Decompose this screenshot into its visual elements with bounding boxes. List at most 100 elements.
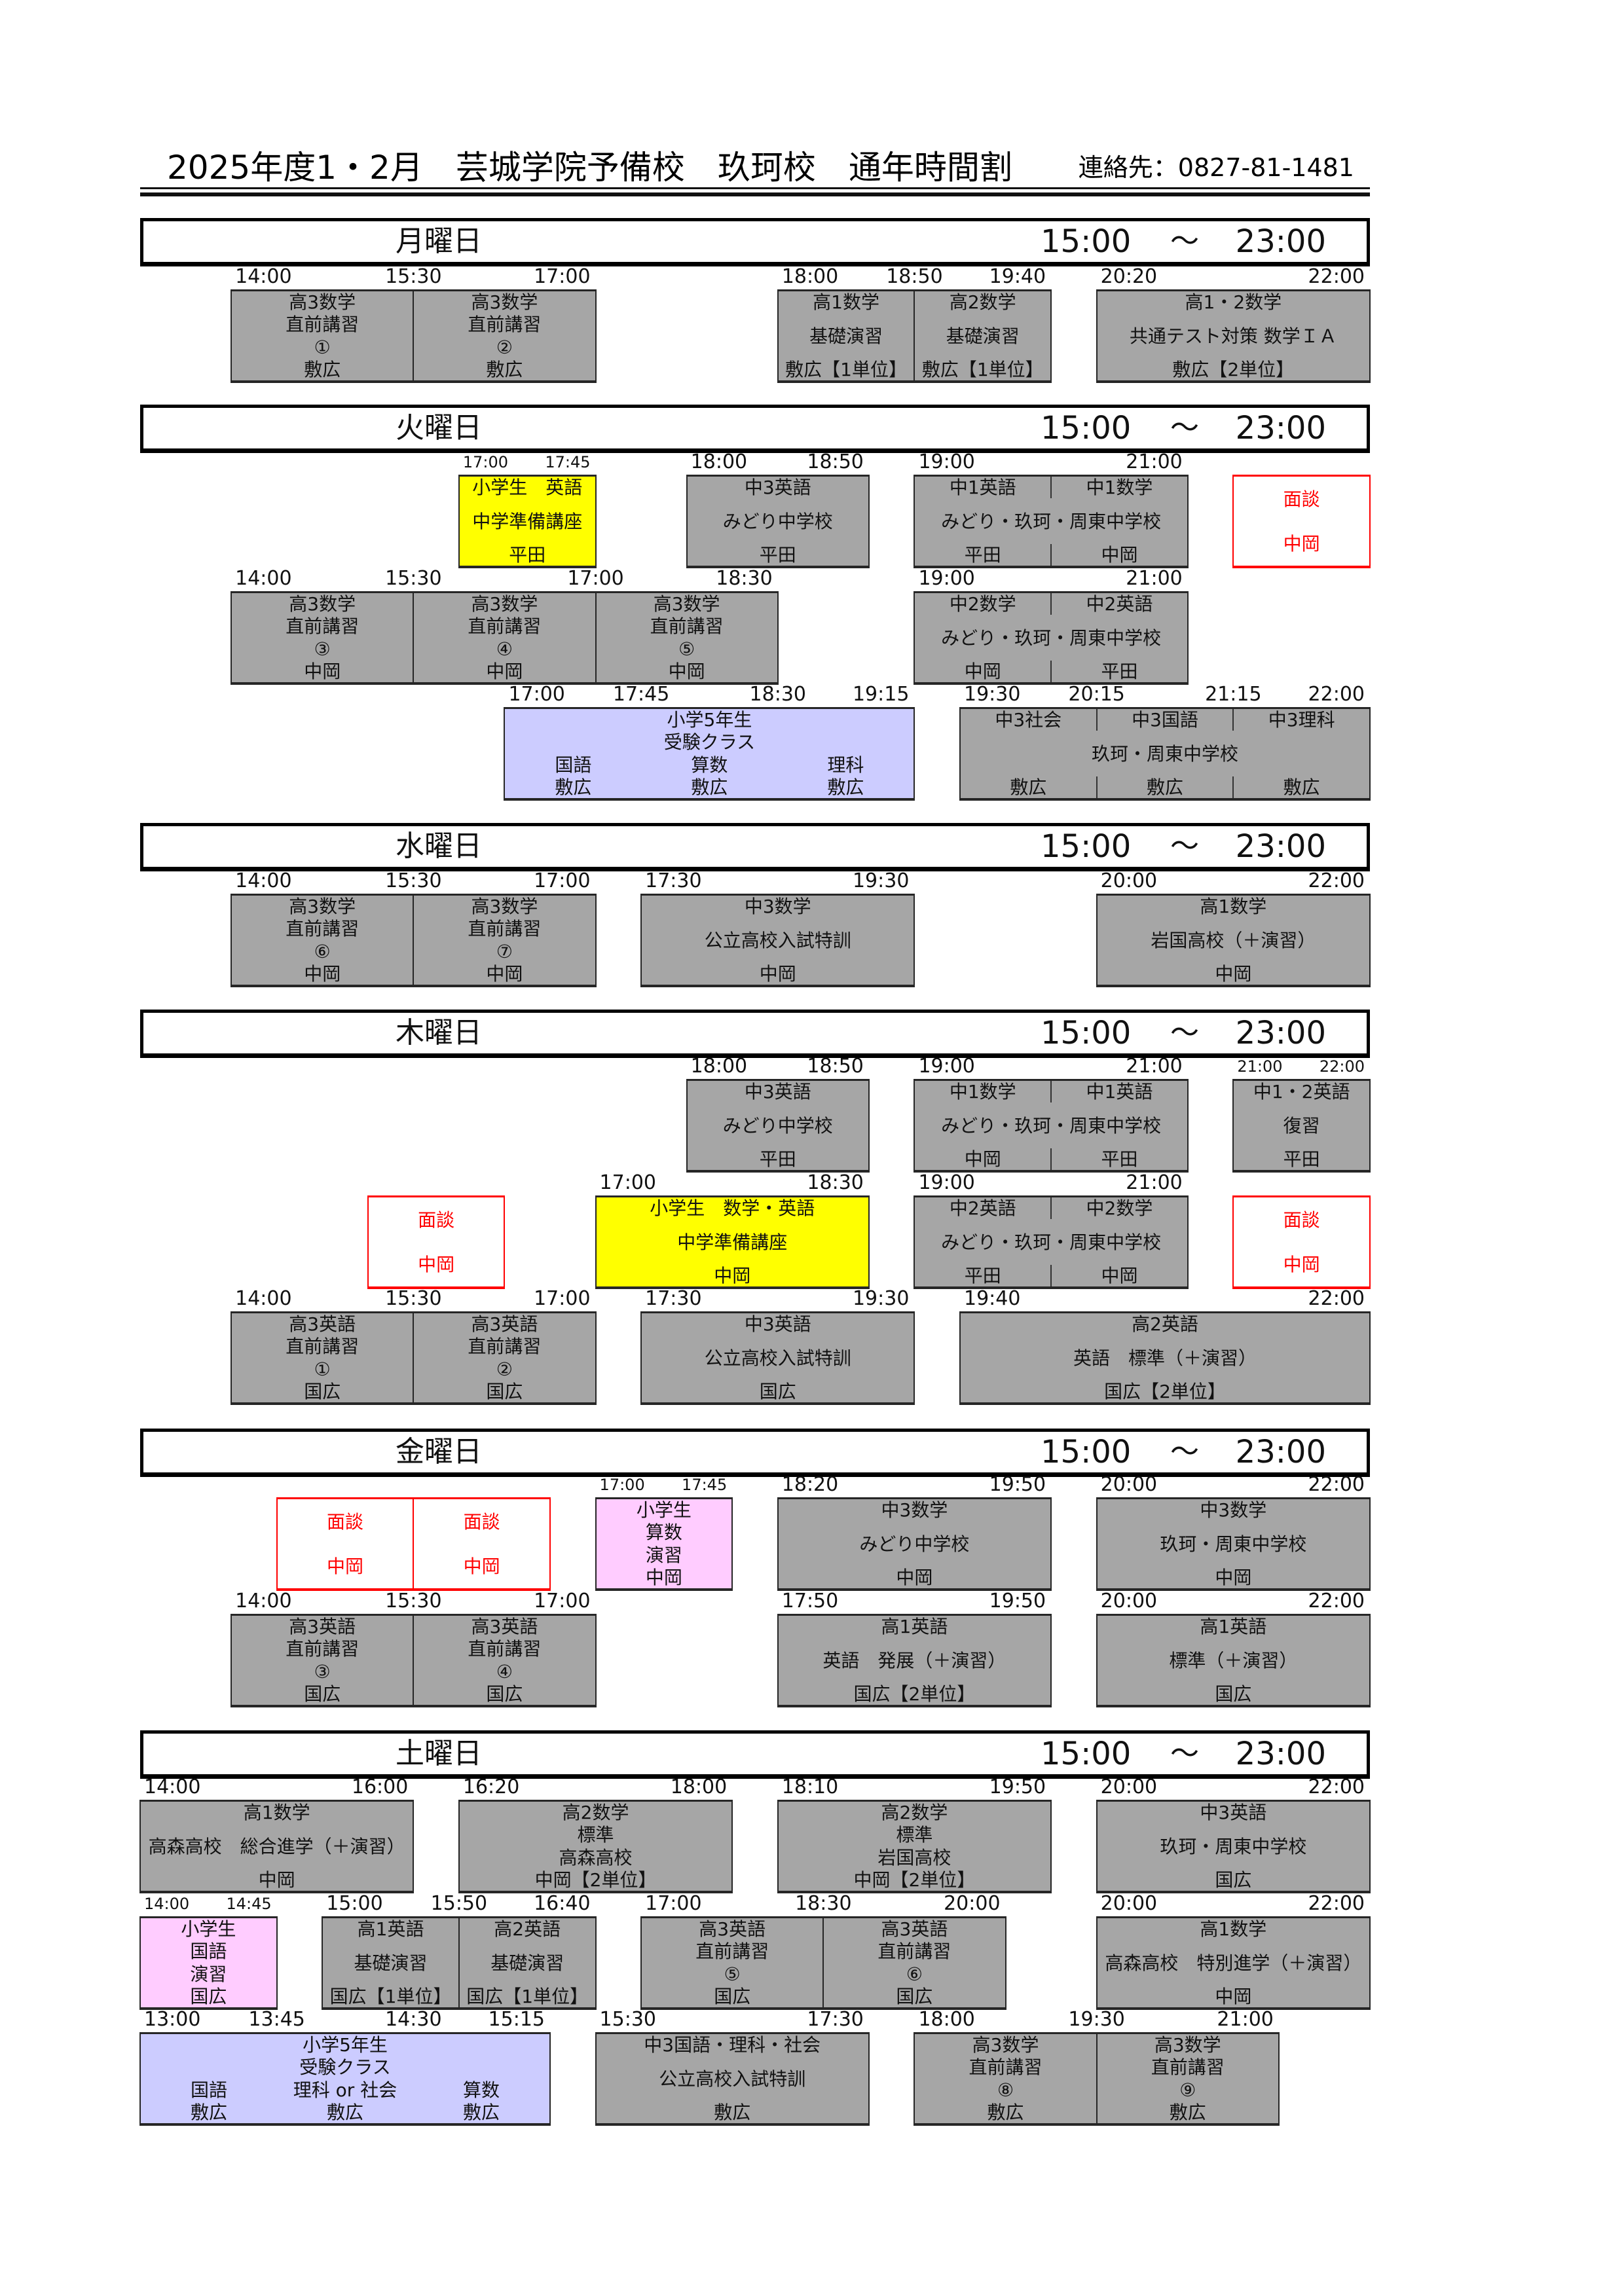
block-line: ④	[414, 638, 595, 660]
block-text: 敷広	[1232, 776, 1369, 798]
time-label: 21:00	[1126, 1171, 1183, 1194]
block-line: ①	[232, 337, 413, 358]
day-hours-separator: ～	[1170, 1016, 1199, 1049]
block-line: 中岡	[369, 1254, 504, 1275]
time-label: 17:50	[781, 1590, 839, 1613]
class-block: 高2英語英語 標準（＋演習）国広【2単位】	[959, 1311, 1371, 1405]
block-text: 直前講習	[286, 1638, 360, 1660]
block-text: 国広	[486, 1380, 523, 1402]
block-line: 敷広【1単位】	[779, 359, 914, 380]
block-line: ②	[414, 337, 595, 358]
block-line: 平田	[460, 544, 595, 566]
block-text: 中岡	[1215, 1986, 1252, 2007]
class-block: 小学生算数演習中岡	[595, 1497, 733, 1591]
block-text: 国広	[1215, 1869, 1252, 1891]
block-line: 国語	[141, 1941, 276, 1962]
block-line: 高森高校 特別進学（＋演習）	[1098, 1952, 1369, 1974]
day-hours-separator: ～	[1170, 411, 1199, 445]
block-line: 敷広敷広敷広	[505, 776, 913, 798]
block-text: 中岡	[486, 962, 523, 985]
block-text: 敷広	[1096, 776, 1233, 798]
block-line: 直前講習	[414, 1638, 595, 1660]
block-text: ①	[314, 1358, 331, 1380]
block-line: 面談	[1234, 1209, 1369, 1231]
block-line: 中3数学	[642, 896, 913, 917]
block-text: 岩国高校	[877, 1846, 951, 1868]
block-line: みどり・玖珂・周東中学校	[915, 1231, 1187, 1253]
block-text: 直前講習	[468, 1336, 542, 1358]
day-name: 土曜日	[396, 1737, 482, 1770]
class-block: 中3英語玖珂・周東中学校国広	[1096, 1800, 1371, 1893]
block-text: 公立高校入試特訓	[704, 1347, 851, 1369]
time-label: 22:00	[1308, 683, 1365, 706]
block-line: 標準	[779, 1824, 1050, 1846]
time-label: 21:15	[1205, 683, 1262, 706]
block-text: 英語 発展（＋演習）	[822, 1649, 1006, 1671]
time-label: 18:00	[781, 265, 839, 288]
time-label: 17:45	[545, 453, 591, 471]
block-text: 中3理科	[1232, 709, 1369, 731]
block-line: 高森高校 総合進学（＋演習）	[141, 1836, 413, 1857]
time-label: 18:00	[690, 450, 748, 473]
time-label: 19:15	[852, 683, 910, 706]
time-label: 22:00	[1308, 1776, 1365, 1798]
interview-block: 面談中岡	[367, 1195, 506, 1289]
block-text: 中3英語	[744, 1313, 811, 1335]
block-text: 基礎演習	[946, 325, 1020, 347]
block-line: 中1数学中1英語	[915, 1081, 1187, 1102]
block-line: 中3英語	[688, 1081, 868, 1102]
day-hours-end: 23:00	[1235, 828, 1326, 865]
time-label: 18:10	[781, 1776, 839, 1798]
block-line: 小学5年生	[505, 709, 913, 731]
block-text: みどり・玖珂・周東中学校	[941, 1231, 1162, 1253]
time-label: 22:00	[1308, 1473, 1365, 1496]
block-text: 中岡【2単位】	[534, 1868, 657, 1891]
block-text: 中1数学	[949, 1081, 1016, 1102]
block-text: ⑧	[997, 2079, 1014, 2101]
time-label: 17:45	[612, 683, 670, 706]
time-label: 13:45	[248, 2008, 305, 2031]
time-label: 19:30	[964, 683, 1021, 706]
block-line: ⑦	[414, 941, 595, 962]
block-text: みどり・玖珂・周東中学校	[941, 627, 1162, 649]
block-text: 敷広	[987, 2101, 1024, 2123]
block-text: 高2英語	[494, 1918, 561, 1940]
block-text: 中3国語	[1096, 709, 1233, 731]
block-text: 中岡	[714, 1265, 751, 1286]
block-line: みどり・玖珂・周東中学校	[915, 627, 1187, 649]
block-text: 標準（＋演習）	[1169, 1649, 1298, 1671]
block-text: 高1数学	[243, 1802, 310, 1823]
block-text: 中2数学	[949, 593, 1016, 615]
block-text: 中1英語	[949, 477, 1016, 498]
block-text: 高1英語	[357, 1918, 424, 1940]
block-line: みどり・玖珂・周東中学校	[915, 511, 1187, 532]
block-line: 平田中岡	[915, 1265, 1187, 1286]
block-text: 中3英語	[744, 1081, 811, 1102]
block-line: 敷広	[915, 2102, 1096, 2123]
block-line: 国語理科 or 社会算数	[141, 2079, 549, 2101]
block-text: 敷広	[486, 358, 523, 380]
block-line: 公立高校入試特訓	[642, 1347, 913, 1369]
block-line: 直前講習	[232, 918, 413, 939]
day-hours-end: 23:00	[1235, 1015, 1326, 1051]
block-text: みどり・玖珂・周東中学校	[941, 510, 1162, 532]
day-name: 月曜日	[396, 225, 482, 258]
block-text: 英語 標準（＋演習）	[1073, 1347, 1257, 1369]
block-line: 中2英語中2数学	[915, 1197, 1187, 1219]
block-line: 演習	[597, 1544, 732, 1566]
block-text: 小学5年生	[303, 2034, 388, 2056]
block-line: 中学準備講座	[597, 1231, 868, 1253]
block-text: 中3社会	[995, 709, 1062, 731]
block-line: 高3英語	[642, 1918, 822, 1940]
block-line: 中3英語	[642, 1313, 913, 1335]
class-block: 高1数学基礎演習敷広【1単位】	[777, 289, 915, 383]
block-line: 岩国高校	[779, 1847, 1050, 1868]
time-label: 19:00	[918, 1171, 975, 1194]
time-label: 14:30	[385, 2008, 442, 2031]
block-line: 直前講習	[232, 1638, 413, 1660]
block-line: 国語算数理科	[505, 754, 913, 776]
time-label: 15:30	[599, 2008, 657, 2031]
block-line: 玖珂・周東中学校	[1098, 1836, 1369, 1857]
day-hours-end: 23:00	[1235, 223, 1326, 260]
